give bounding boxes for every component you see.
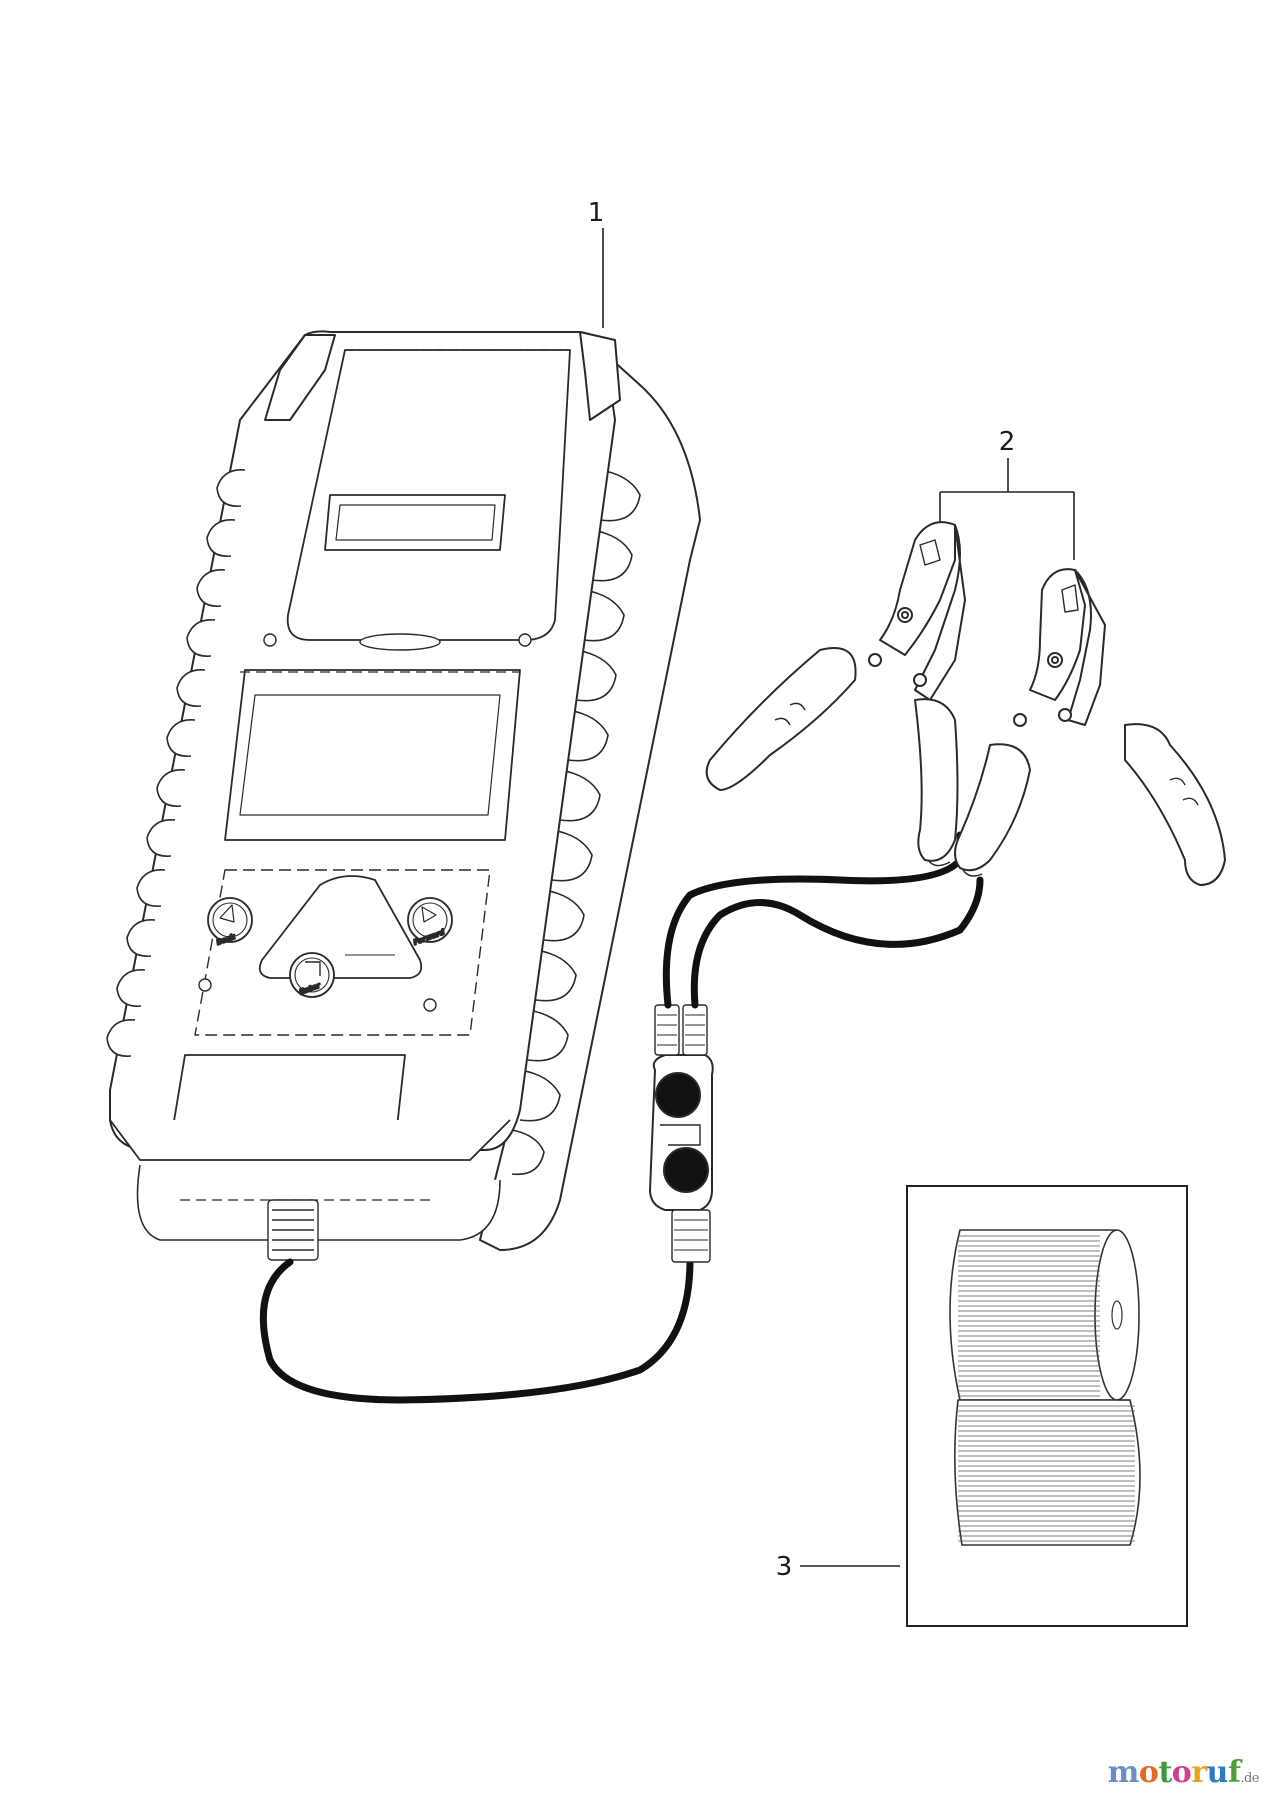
clamp-left <box>705 521 966 867</box>
watermark-letter: o <box>1171 1755 1192 1790</box>
watermark-letter: m <box>1107 1755 1140 1790</box>
clamp-right <box>954 568 1226 886</box>
cable-connector <box>648 1004 714 1263</box>
watermark-tld: .de <box>1240 1771 1259 1786</box>
main-cable <box>259 1256 694 1404</box>
callout-1: 1 <box>588 198 605 328</box>
callout-3: 3 <box>776 1552 900 1582</box>
watermark-letter: u <box>1206 1755 1229 1790</box>
watermark-letter: f <box>1227 1755 1241 1790</box>
callout-1-label: 1 <box>588 198 605 228</box>
clamp-cable-a <box>662 831 964 1009</box>
callout-2: 2 <box>939 427 1075 560</box>
paper-roll-panel <box>906 1185 1188 1627</box>
enter-button[interactable]: Enter <box>289 952 335 998</box>
callout-2-label: 2 <box>999 427 1016 457</box>
watermark-letter: o <box>1138 1755 1159 1790</box>
watermark-letter: t <box>1158 1755 1172 1790</box>
paper-roll-texture <box>958 1235 1135 1542</box>
watermark-logo: motoruf <box>1108 1755 1241 1790</box>
right-grip-ribs <box>511 469 641 1176</box>
cable-strain-relief <box>267 1199 319 1261</box>
motoruf-watermark: motoruf.de <box>1108 1755 1260 1790</box>
watermark-letter: r <box>1191 1755 1207 1790</box>
clamp-cable-b <box>690 876 984 1009</box>
callout-3-label: 3 <box>776 1552 793 1582</box>
paper-roll <box>949 1229 1141 1546</box>
forward-button[interactable]: Forward <box>407 897 453 948</box>
left-grip-ribs <box>106 469 246 1057</box>
battery-tester-device: Back Forward Enter <box>106 330 701 1261</box>
